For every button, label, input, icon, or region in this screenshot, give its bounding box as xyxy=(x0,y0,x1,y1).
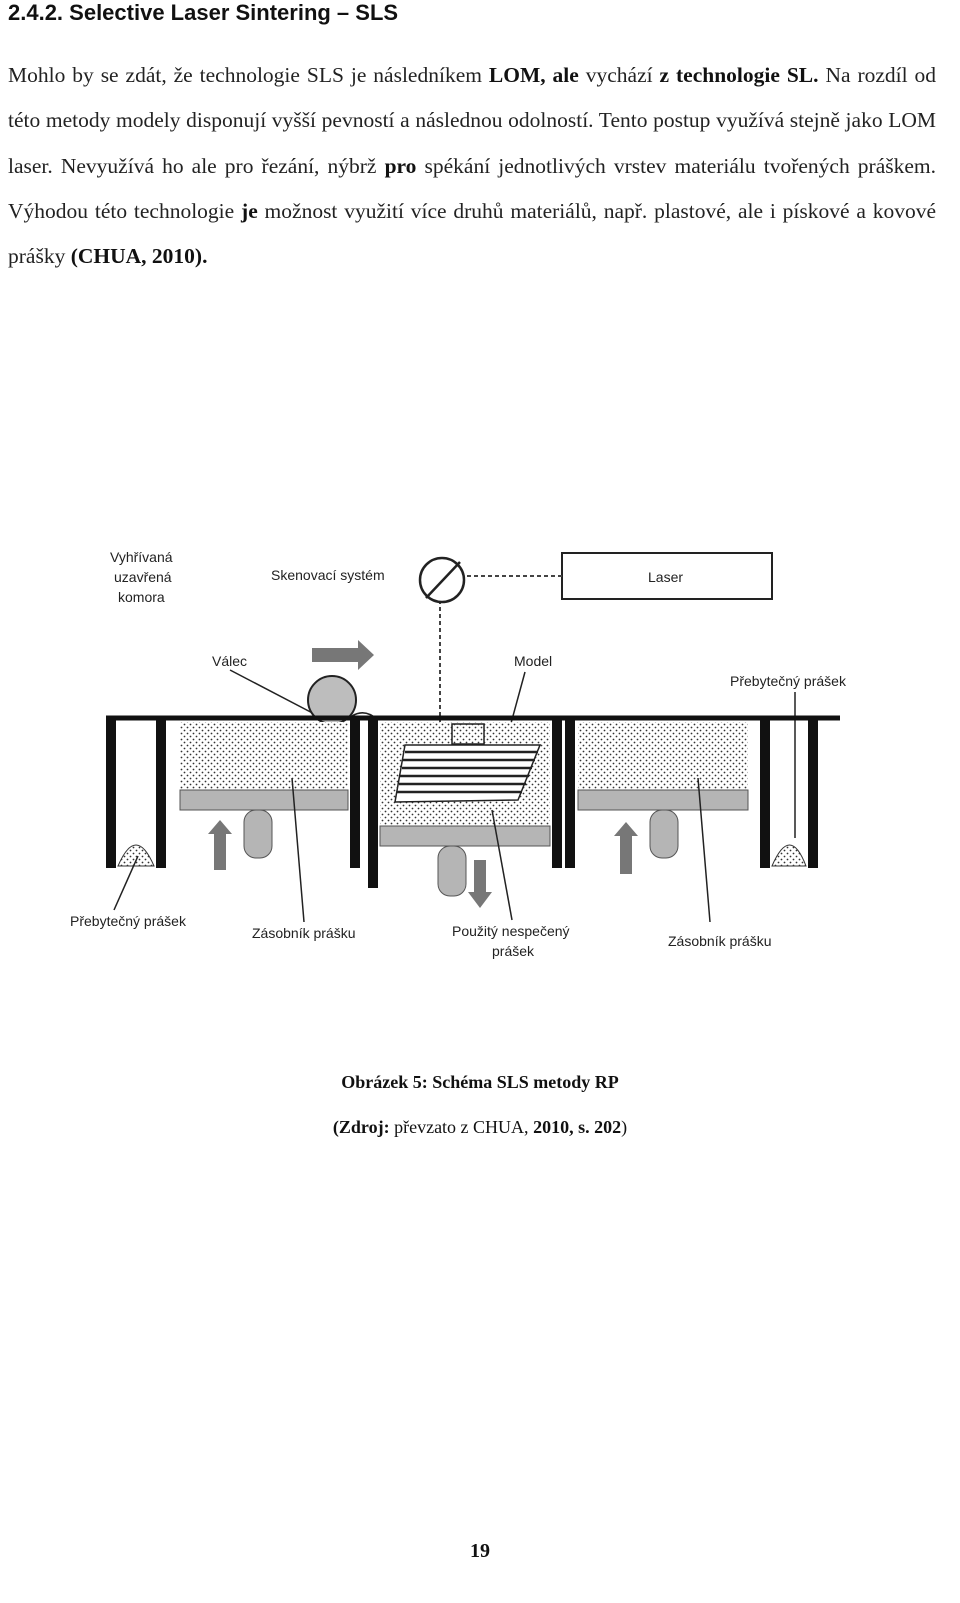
label-roller: Válec xyxy=(212,653,247,669)
right-supply-wall-left xyxy=(565,718,575,868)
build-piston-plate xyxy=(379,825,551,847)
sls-diagram-svg: Laser Skenovací systém Vyhřívaná uzavřen… xyxy=(70,549,847,959)
caption-source-bold-2: 2010, s. 202 xyxy=(533,1117,622,1137)
label-heated-chamber-1: Vyhřívaná xyxy=(110,549,173,565)
left-supply-piston-rod xyxy=(243,809,273,859)
body-paragraph: Mohlo by se zdát, že technologie SLS je … xyxy=(8,53,936,279)
right-supply-up-arrow xyxy=(614,822,638,874)
build-down-arrow xyxy=(468,860,492,908)
right-supply-pointer xyxy=(697,777,711,923)
figure-caption-title: Obrázek 5: Schéma SLS metody RP xyxy=(341,1072,619,1092)
body-bold-2: z technologie SL. xyxy=(659,63,819,87)
left-supply-piston-plate xyxy=(179,789,349,811)
label-laser: Laser xyxy=(648,569,683,585)
build-chamber-wall-right xyxy=(552,718,562,868)
left-overflow-bin-wall-outer xyxy=(106,718,116,868)
caption-source-text: převzato z CHUA, xyxy=(389,1117,534,1137)
build-chamber-wall-left xyxy=(368,718,378,888)
label-used-powder-2: prášek xyxy=(492,943,535,959)
label-powder-supply-right: Zásobník prášku xyxy=(668,933,772,949)
caption-source-end: ) xyxy=(621,1117,628,1137)
model-top-block xyxy=(451,723,485,745)
left-supply-wall-right xyxy=(350,718,360,868)
right-supply-powder xyxy=(578,722,748,790)
label-powder-supply-left: Zásobník prášku xyxy=(252,925,356,941)
mirror-diagonal xyxy=(425,561,461,599)
label-heated-chamber-2: uzavřená xyxy=(114,569,172,585)
left-supply-powder xyxy=(180,722,348,790)
body-text-1: Mohlo by se zdát, že technologie SLS je … xyxy=(8,63,489,87)
label-used-powder-1: Použitý nespečený xyxy=(452,923,570,939)
body-text-4: spékání jednotlivých vrstev materiálu tv… xyxy=(8,153,937,223)
body-text-3: Na rozdíl od této metody modely disponuj… xyxy=(8,63,937,178)
caption-source-bold-1: (Zdroj: xyxy=(332,1117,390,1137)
left-supply-up-arrow xyxy=(208,820,232,870)
label-scanning-system: Skenovací systém xyxy=(271,567,385,583)
model-layers xyxy=(394,723,542,803)
body-bold-5: (CHUA, 2010). xyxy=(70,244,208,269)
label-model: Model xyxy=(514,653,552,669)
label-excess-powder-right: Přebytečný prášek xyxy=(730,673,847,689)
right-supply-piston-plate xyxy=(577,789,749,811)
roller-direction-arrow xyxy=(312,640,374,670)
body-bold-1: LOM, ale xyxy=(488,63,579,87)
right-overflow-bin-wall-outer xyxy=(808,718,818,868)
label-excess-powder-left: Přebytečný prášek xyxy=(70,913,187,929)
laser-box xyxy=(561,552,773,600)
sls-diagram: Laser Skenovací systém Vyhřívaná uzavřen… xyxy=(60,540,880,980)
left-supply-pointer xyxy=(291,777,305,923)
right-supply-piston-rod xyxy=(649,809,679,859)
figure-caption-source: (Zdroj: převzato z CHUA, 2010, s. 202) xyxy=(0,1117,960,1138)
excess-left-pointer xyxy=(113,855,139,911)
model-body xyxy=(394,744,542,803)
right-overflow-powder xyxy=(771,844,807,867)
page-number: 19 xyxy=(470,1540,490,1562)
roller-pointer xyxy=(229,669,323,719)
body-text-2: vychází xyxy=(578,63,660,87)
label-heated-chamber-3: komora xyxy=(118,589,165,605)
body-bold-4: je xyxy=(241,198,258,223)
used-powder-pointer xyxy=(491,809,513,921)
left-overflow-bin-wall-inner xyxy=(156,718,166,868)
body-text-5: možnost využití více druhů materiálů, na… xyxy=(8,198,936,269)
section-heading: 2.4.2. Selective Laser Sintering – SLS xyxy=(8,0,399,25)
body-bold-3: pro xyxy=(384,153,417,178)
left-overflow-powder xyxy=(117,844,155,867)
build-piston-rod xyxy=(437,845,467,897)
right-overflow-bin-wall-inner xyxy=(760,718,770,868)
